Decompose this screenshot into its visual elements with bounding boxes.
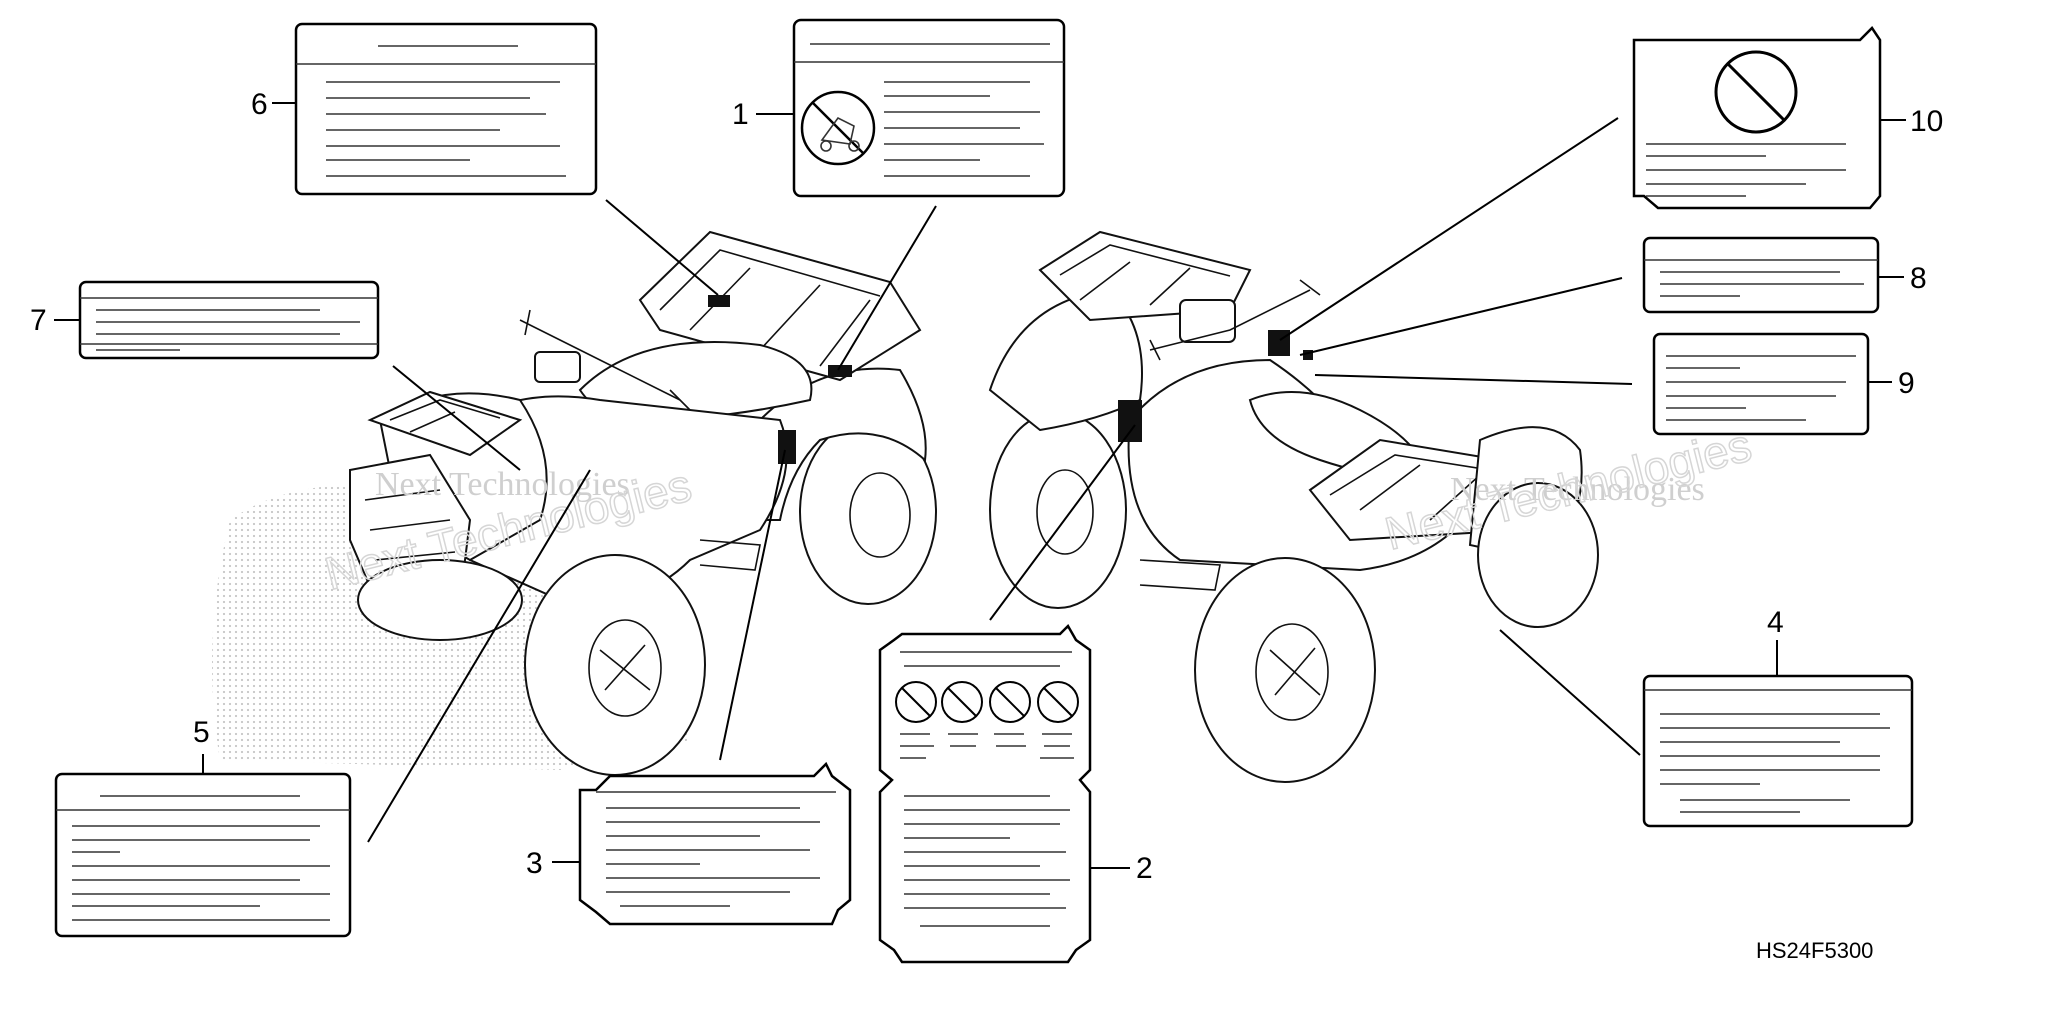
watermark-text-3: Next Technologies [1450, 471, 1705, 508]
leader-lines [367, 117, 1641, 843]
no-passenger-icon [800, 90, 876, 166]
atv-rear-view [988, 230, 1599, 783]
warning-icon-row [895, 681, 1079, 723]
label-6 [294, 22, 598, 196]
callout-2: 2 [1136, 852, 1153, 885]
callout-4: 4 [1767, 606, 1784, 639]
callout-10: 10 [1910, 105, 1943, 138]
label-3 [578, 761, 852, 926]
label-2 [878, 623, 1092, 964]
label-7 [78, 280, 380, 360]
callout-6: 6 [251, 88, 268, 121]
watermark-text-1: Next Technologies [375, 466, 630, 503]
label-1 [792, 18, 1066, 198]
callout-3: 3 [526, 847, 543, 880]
diagram-code: HS24F5300 [1756, 938, 1873, 963]
callout-numbers: 6 1 7 10 8 9 5 3 2 4 [30, 88, 1943, 885]
prohibition-icon [1714, 50, 1798, 134]
label-4 [1642, 674, 1914, 828]
callout-5: 5 [193, 716, 210, 749]
label-10 [1632, 26, 1882, 210]
callout-7: 7 [30, 304, 47, 337]
callout-1: 1 [732, 98, 749, 131]
atv-front-view [349, 230, 937, 776]
label-5 [54, 772, 352, 938]
callout-9: 9 [1898, 367, 1915, 400]
callout-8: 8 [1910, 262, 1927, 295]
label-9 [1652, 332, 1870, 436]
label-8 [1642, 236, 1880, 314]
callout-ticks [54, 102, 1906, 869]
